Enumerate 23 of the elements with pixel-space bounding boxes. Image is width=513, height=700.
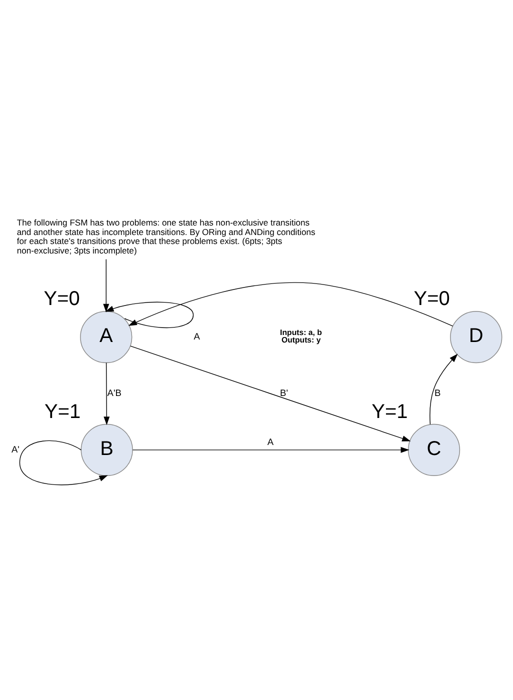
arrow — [104, 362, 110, 425]
arrow — [19, 440, 108, 485]
edge-label: A'B — [107, 387, 122, 398]
node-circle: C — [408, 423, 460, 476]
node-label: Y=0 — [414, 288, 450, 310]
edge-label: A — [194, 331, 200, 342]
label: Inputs: a, b — [280, 327, 322, 336]
arrow — [128, 282, 454, 326]
node-label: Y=1 — [44, 400, 81, 423]
arrow — [132, 446, 410, 452]
node-circle: B — [80, 423, 133, 476]
arrow — [103, 258, 114, 312]
node-label: Y=0 — [44, 288, 80, 310]
edge-label: A — [267, 436, 274, 447]
diagram-title: The following FSM has two problems: one state has non-exclusive transitions and another state has incomplete transitions. By ORing and ANDing conditions for each state's transitions prove that these problems exist. (6pts; 3pts non-exclusive; 3pts incomplete) — [16, 217, 316, 255]
node-circle: A — [80, 310, 132, 363]
edge-label: B — [434, 387, 441, 398]
edge-label: B' — [280, 387, 288, 398]
edge-label: A' — [11, 444, 20, 454]
arrow — [430, 353, 458, 424]
arrow — [130, 345, 411, 441]
node-label: Y=1 — [372, 400, 408, 423]
arrow — [105, 301, 194, 328]
